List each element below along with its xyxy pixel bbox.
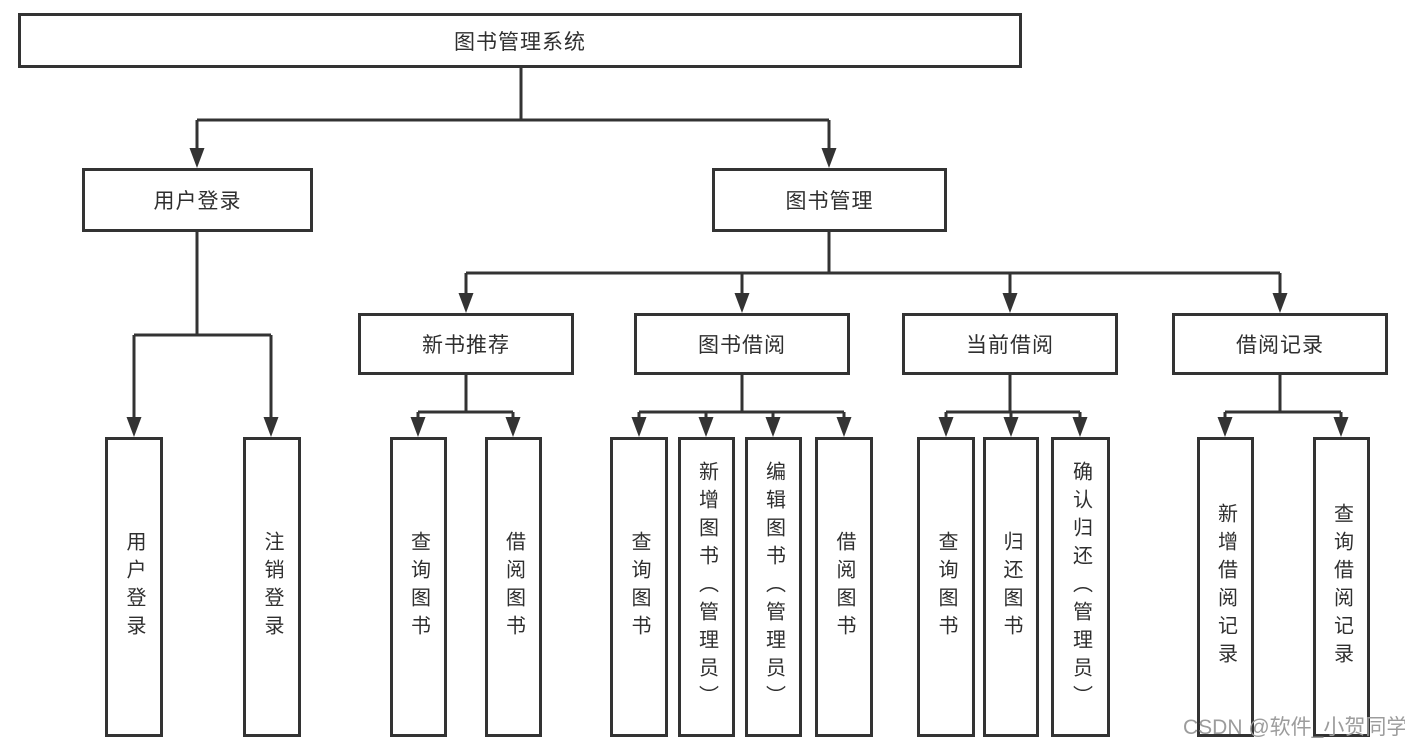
arrowhead-group [126, 148, 1349, 437]
arrowhead [505, 417, 521, 437]
arrowhead [631, 417, 647, 437]
node-label: 借阅记录 [1236, 334, 1324, 357]
arrowhead [126, 417, 142, 437]
arrowhead [189, 148, 205, 168]
leaf-label: 借阅图书 [833, 531, 855, 643]
leaf-label: 编辑图书（管理员） [762, 461, 785, 713]
leaf-confirm-return-admin: 确认归还（管理员） [1051, 437, 1110, 737]
leaf-label: 归还图书 [1000, 531, 1022, 643]
leaf-label: 确认归还（管理员） [1069, 461, 1092, 713]
leaf-edit-books-admin: 编辑图书（管理员） [745, 437, 802, 737]
node-label: 图书管理 [785, 190, 874, 213]
leaf-label: 借阅图书 [502, 531, 525, 643]
node-new-book-recommend: 新书推荐 [358, 313, 574, 375]
leaf-query-borrow-record: 查询借阅记录 [1313, 437, 1370, 737]
node-label: 用户登录 [153, 190, 242, 213]
node-book-borrowing: 图书借阅 [634, 313, 850, 375]
leaf-label: 用户登录 [123, 531, 145, 643]
arrowhead [836, 417, 852, 437]
arrowhead [1003, 417, 1019, 437]
leaf-label: 查询图书 [935, 531, 957, 643]
leaf-add-books-admin: 新增图书（管理员） [678, 437, 735, 737]
node-label: 图书管理系统 [454, 30, 586, 54]
node-user-login: 用户登录 [82, 168, 313, 232]
leaf-label: 注销登录 [261, 531, 283, 643]
arrowhead [1072, 417, 1088, 437]
leaf-add-borrow-record: 新增借阅记录 [1197, 437, 1254, 737]
leaf-label: 查询借阅记录 [1330, 503, 1353, 671]
arrowhead [1002, 293, 1018, 313]
leaf-label: 新增图书（管理员） [695, 461, 718, 713]
leaf-query-books: 查询图书 [917, 437, 975, 737]
arrowhead [1333, 417, 1349, 437]
node-current-borrowing: 当前借阅 [902, 313, 1118, 375]
arrowhead [1272, 293, 1288, 313]
leaf-borrow-books: 借阅图书 [815, 437, 873, 737]
arrowhead [765, 417, 781, 437]
arrowhead [458, 293, 474, 313]
csdn-watermark: CSDN @软件_小贺同学 [1183, 716, 1405, 739]
node-label: 当前借阅 [966, 334, 1054, 357]
leaf-label: 查询图书 [407, 531, 430, 643]
node-label: 图书借阅 [698, 334, 786, 357]
leaf-logout: 注销登录 [243, 437, 301, 737]
leaf-label: 查询图书 [628, 531, 650, 643]
leaf-query-books: 查询图书 [610, 437, 668, 737]
arrowhead [734, 293, 750, 313]
leaf-label: 新增借阅记录 [1214, 503, 1237, 671]
node-book-management: 图书管理 [712, 168, 947, 232]
arrowhead [938, 417, 954, 437]
node-label: 新书推荐 [422, 334, 510, 357]
leaf-query-books: 查询图书 [390, 437, 447, 737]
leaf-user-login: 用户登录 [105, 437, 163, 737]
node-library-management-system: 图书管理系统 [18, 13, 1022, 68]
arrowhead [263, 417, 279, 437]
node-borrowing-records: 借阅记录 [1172, 313, 1388, 375]
tree-edges [132, 68, 1343, 420]
leaf-borrow-books: 借阅图书 [485, 437, 542, 737]
arrowhead [821, 148, 837, 168]
arrowhead [698, 417, 714, 437]
arrowhead [410, 417, 426, 437]
arrowhead [1217, 417, 1233, 437]
leaf-return-books: 归还图书 [983, 437, 1039, 737]
